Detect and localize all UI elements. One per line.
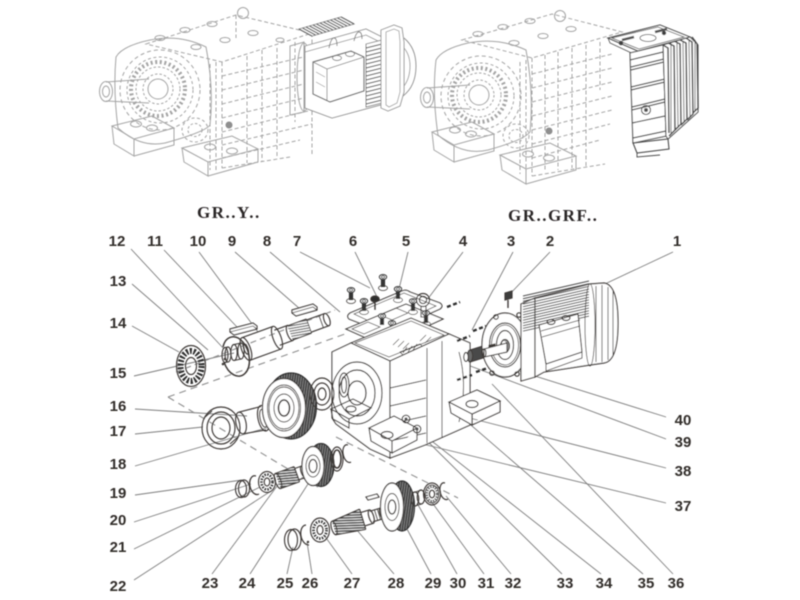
svg-text:22: 22 (110, 578, 127, 595)
svg-text:3: 3 (507, 233, 515, 250)
svg-text:34: 34 (596, 575, 613, 592)
svg-text:4: 4 (459, 233, 468, 250)
svg-text:7: 7 (293, 233, 301, 250)
svg-text:32: 32 (505, 575, 522, 592)
svg-text:14: 14 (110, 315, 127, 332)
svg-text:28: 28 (388, 575, 405, 592)
svg-text:35: 35 (638, 575, 655, 592)
svg-text:6: 6 (349, 233, 357, 250)
svg-text:10: 10 (190, 233, 207, 250)
svg-text:5: 5 (402, 233, 410, 250)
svg-text:21: 21 (110, 539, 127, 556)
svg-text:1: 1 (673, 233, 681, 250)
svg-text:9: 9 (228, 233, 236, 250)
svg-text:15: 15 (110, 365, 127, 382)
svg-text:24: 24 (239, 575, 256, 592)
svg-text:40: 40 (675, 412, 692, 429)
svg-text:26: 26 (302, 575, 319, 592)
svg-text:27: 27 (344, 575, 361, 592)
svg-text:38: 38 (675, 463, 692, 480)
svg-text:20: 20 (110, 512, 127, 529)
svg-text:36: 36 (668, 575, 685, 592)
svg-text:11: 11 (147, 233, 163, 250)
svg-text:13: 13 (110, 273, 127, 290)
svg-text:12: 12 (109, 233, 126, 250)
svg-text:18: 18 (110, 456, 127, 473)
svg-text:17: 17 (110, 423, 127, 440)
svg-text:GR..Y..: GR..Y.. (197, 203, 261, 222)
svg-text:29: 29 (425, 575, 442, 592)
svg-text:23: 23 (202, 575, 219, 592)
svg-text:33: 33 (557, 575, 574, 592)
svg-text:31: 31 (478, 575, 495, 592)
svg-text:2: 2 (546, 233, 554, 250)
svg-text:37: 37 (675, 498, 692, 515)
svg-text:19: 19 (110, 485, 127, 502)
svg-text:GR..GRF..: GR..GRF.. (508, 206, 598, 225)
svg-text:8: 8 (263, 233, 271, 250)
svg-text:39: 39 (675, 434, 692, 451)
svg-text:16: 16 (110, 398, 127, 415)
svg-text:30: 30 (450, 575, 467, 592)
svg-text:25: 25 (277, 575, 294, 592)
